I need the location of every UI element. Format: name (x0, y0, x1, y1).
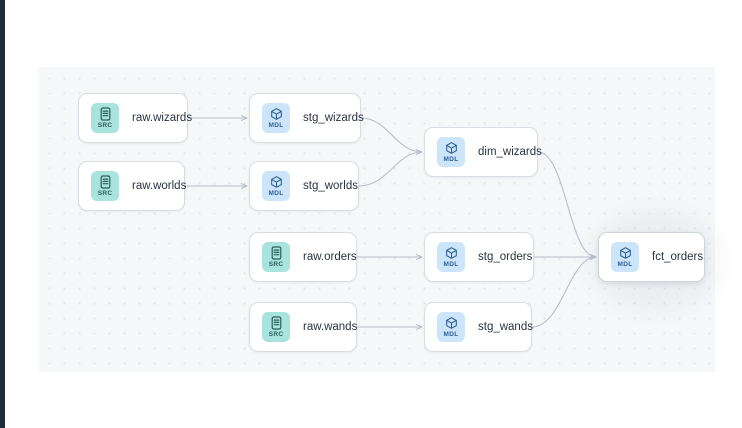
node-type-tag: SRC (268, 260, 284, 268)
left-nav-rail (0, 0, 5, 428)
lineage-node-dim_wizards[interactable]: MDL dim_wizards (424, 127, 542, 177)
node-type-tag: MDL (443, 155, 459, 163)
cube-icon: MDL (437, 312, 465, 342)
database-icon: SRC (91, 171, 119, 201)
node-label: stg_wizards (303, 112, 364, 124)
node-type-tag: MDL (443, 330, 459, 338)
database-icon: SRC (262, 312, 290, 342)
node-type-tag: MDL (268, 121, 284, 129)
cube-icon: MDL (437, 137, 465, 167)
node-label: fct_orders (652, 251, 704, 263)
node-label: raw.wizards (132, 112, 193, 124)
node-label: raw.worlds (132, 180, 187, 192)
lineage-node-stg_worlds[interactable]: MDL stg_worlds (249, 161, 359, 211)
database-icon: SRC (262, 242, 290, 272)
node-type-tag: MDL (443, 260, 459, 268)
lineage-node-raw_orders[interactable]: SRC raw.orders (249, 232, 357, 282)
node-type-tag: SRC (268, 330, 284, 338)
node-label: stg_worlds (303, 180, 358, 192)
cube-icon: MDL (437, 242, 465, 272)
node-type-tag: SRC (97, 121, 113, 129)
node-label: raw.wands (303, 321, 358, 333)
cube-icon: MDL (611, 242, 639, 272)
node-type-tag: MDL (617, 260, 633, 268)
lineage-node-raw_wizards[interactable]: SRC raw.wizards (78, 93, 192, 143)
node-label: raw.orders (303, 251, 357, 263)
lineage-node-stg_orders[interactable]: MDL stg_orders (424, 232, 534, 282)
lineage-node-stg_wands[interactable]: MDL stg_wands (424, 302, 533, 352)
lineage-node-raw_worlds[interactable]: SRC raw.worlds (78, 161, 187, 211)
database-icon: SRC (91, 103, 119, 133)
node-label: stg_orders (478, 251, 533, 263)
node-type-tag: SRC (97, 189, 113, 197)
node-label: dim_wizards (478, 146, 542, 158)
node-label: stg_wands (478, 321, 533, 333)
cube-icon: MDL (262, 103, 290, 133)
cube-icon: MDL (262, 171, 290, 201)
lineage-node-stg_wizards[interactable]: MDL stg_wizards (249, 93, 364, 143)
lineage-node-fct_orders[interactable]: MDL fct_orders (598, 232, 705, 282)
lineage-node-raw_wands[interactable]: SRC raw.wands (249, 302, 357, 352)
node-type-tag: MDL (268, 189, 284, 197)
